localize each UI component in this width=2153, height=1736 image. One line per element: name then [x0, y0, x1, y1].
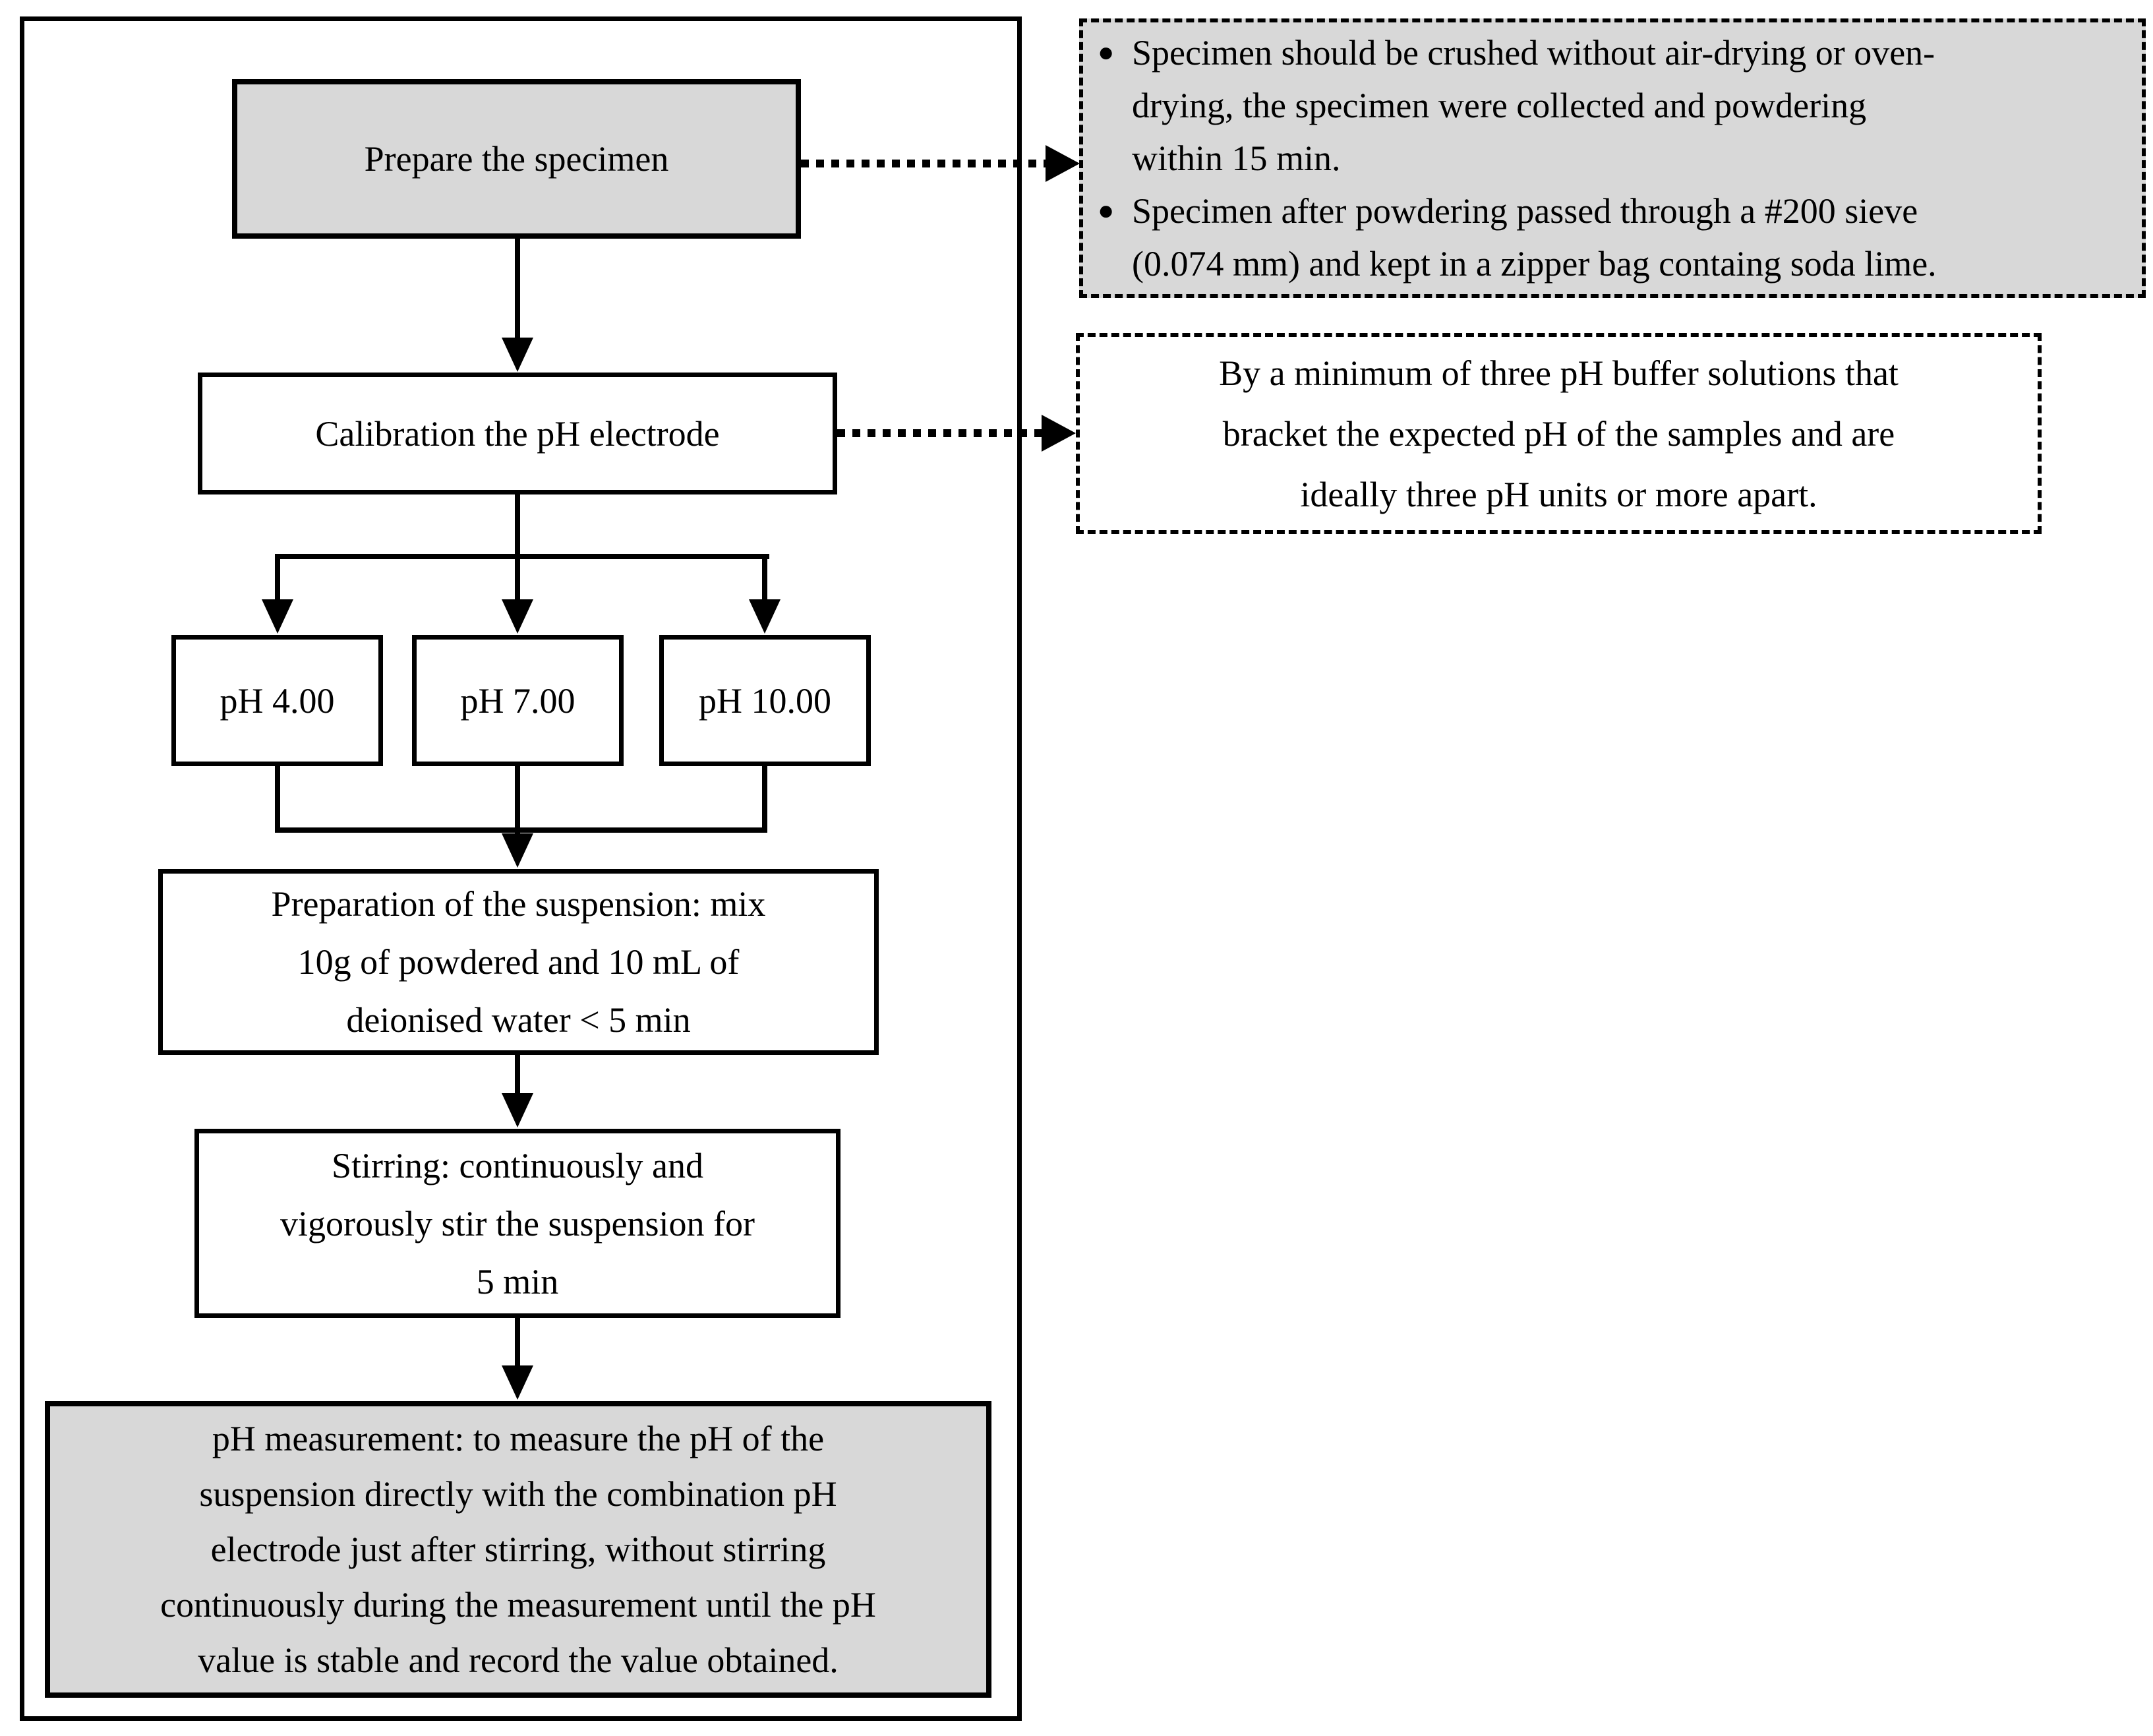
bullet-icon: ●: [1098, 196, 1115, 226]
merge-mid-stem: [515, 766, 520, 833]
specimen-note-line: Specimen after powdering passed through …: [1132, 191, 1918, 231]
flowchart-frame: [20, 16, 1022, 1721]
flow-node-calibration: Calibration the pH electrode: [198, 373, 837, 494]
suspension-line: 10g of powdered and 10 mL of: [297, 942, 740, 982]
arrow-prepare-to-calibration-head: [502, 338, 533, 372]
calibration-note-line: By a minimum of three pH buffer solution…: [1219, 353, 1899, 393]
arrow-suspension-to-stirring-stem: [515, 1055, 520, 1096]
merge-left-stem: [275, 766, 280, 833]
arrow-merge-to-suspension-stem: [515, 827, 520, 837]
merge-right-stem: [762, 766, 767, 833]
suspension-line: Preparation of the suspension: mix: [271, 884, 766, 924]
arrow-suspension-to-stirring-head: [502, 1093, 533, 1127]
measurement-line: pH measurement: to measure the pH of the: [212, 1419, 825, 1458]
branch-mid-stem: [515, 554, 520, 601]
calibration-note-line: bracket the expected pH of the samples a…: [1222, 413, 1895, 454]
flow-node-ph4-label: pH 4.00: [220, 680, 335, 721]
branch-right-stem: [762, 554, 767, 601]
stirring-line: vigorously stir the suspension for: [280, 1203, 755, 1243]
specimen-note-line: within 15 min.: [1132, 138, 1341, 178]
branch-right-head: [749, 599, 781, 634]
flow-node-stirring: Stirring: continuously and vigorously st…: [194, 1129, 841, 1318]
measurement-line: suspension directly with the combination…: [199, 1474, 837, 1514]
specimen-note-line: drying, the specimen were collected and …: [1132, 86, 1867, 125]
flow-node-ph10-label: pH 10.00: [699, 680, 831, 721]
flow-node-calibration-label: Calibration the pH electrode: [315, 413, 720, 454]
branch-left-stem: [275, 554, 280, 601]
stirring-line: Stirring: continuously and: [332, 1145, 703, 1185]
connector-calibration-note-dotted-line: [837, 429, 1043, 437]
flow-node-ph7-label: pH 7.00: [460, 680, 575, 721]
calibration-note-line: ideally three pH units or more apart.: [1300, 474, 1817, 514]
suspension-line: deionised water < 5 min: [346, 1000, 691, 1040]
connector-calibration-note-head: [1042, 415, 1076, 452]
connector-prepare-note-dotted-line: [801, 160, 1048, 167]
measurement-line: value is stable and record the value obt…: [198, 1640, 839, 1680]
connector-prepare-note-head: [1046, 145, 1080, 182]
flow-node-measurement: pH measurement: to measure the pH of the…: [45, 1401, 991, 1698]
stirring-line: 5 min: [476, 1261, 559, 1302]
flow-node-prepare-label: Prepare the specimen: [364, 139, 669, 179]
merge-line: [275, 827, 767, 833]
branch-stem: [515, 494, 520, 559]
measurement-line: continuously during the measurement unti…: [160, 1585, 876, 1625]
branch-line: [275, 554, 769, 559]
specimen-note-line: Specimen should be crushed without air-d…: [1132, 33, 1935, 73]
note-calibration: By a minimum of three pH buffer solution…: [1076, 333, 2042, 534]
arrow-stirring-to-measurement-stem: [515, 1318, 520, 1367]
measurement-line: electrode just after stirring, without s…: [210, 1530, 826, 1569]
flow-node-suspension: Preparation of the suspension: mix 10g o…: [158, 869, 879, 1055]
note-specimen: ● Specimen should be crushed without air…: [1079, 18, 2146, 298]
specimen-note-line: (0.074 mm) and kept in a zipper bag cont…: [1132, 244, 1937, 284]
flow-node-prepare: Prepare the specimen: [232, 79, 801, 239]
branch-left-head: [262, 599, 293, 634]
arrow-prepare-to-calibration-stem: [515, 239, 520, 339]
arrow-stirring-to-measurement-head: [502, 1365, 533, 1400]
flow-node-ph7: pH 7.00: [412, 635, 624, 766]
flow-node-ph10: pH 10.00: [659, 635, 871, 766]
branch-mid-head: [502, 599, 533, 634]
flow-node-ph4: pH 4.00: [171, 635, 383, 766]
arrow-merge-to-suspension-head: [502, 833, 533, 868]
specimen-note-item: ● Specimen after powdering passed throug…: [1098, 185, 2133, 290]
specimen-note-item: ● Specimen should be crushed without air…: [1098, 26, 2133, 185]
bullet-icon: ●: [1098, 38, 1115, 68]
